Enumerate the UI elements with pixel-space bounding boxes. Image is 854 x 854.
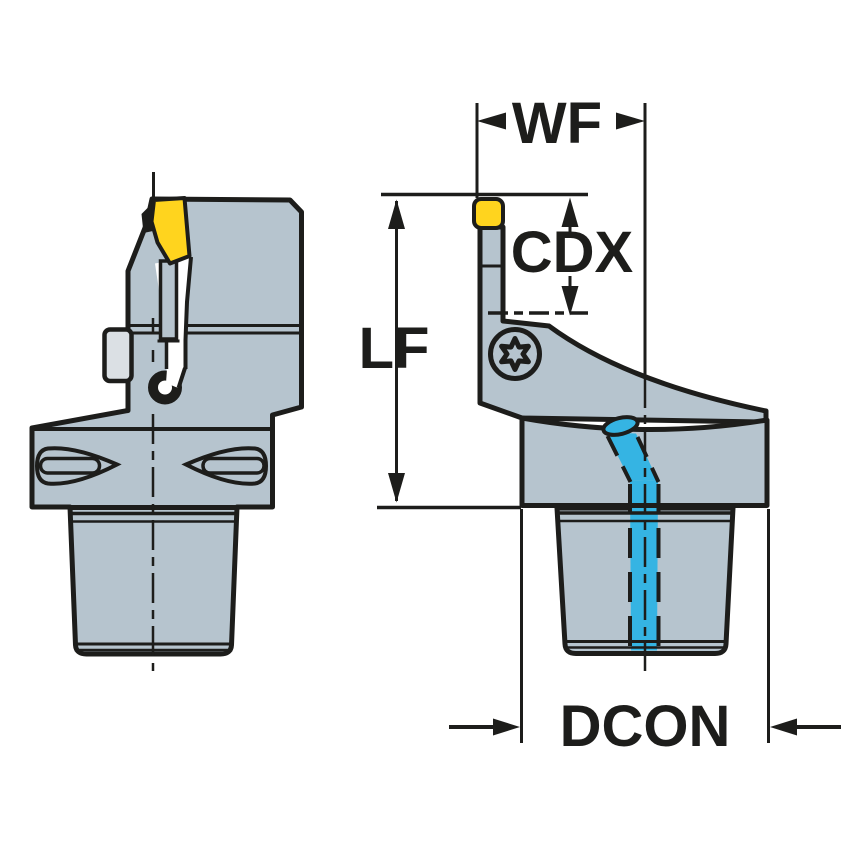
wf-arrow-right xyxy=(616,112,645,130)
right-cutting-insert xyxy=(472,197,505,230)
dimension-lf: LF xyxy=(359,192,588,510)
left-slot-right-edge xyxy=(183,256,193,369)
dimension-cdx: CDX xyxy=(488,197,634,316)
label-cdx: CDX xyxy=(511,220,634,285)
torx-screw-head xyxy=(488,327,542,381)
coolant-hidden-dash-left-diagonal xyxy=(605,435,633,483)
left-flange-slot-right-inner xyxy=(201,456,266,475)
lf-arrow-up xyxy=(388,199,405,229)
left-blade-strip xyxy=(158,259,179,341)
dcon-arrow-left xyxy=(493,718,520,736)
left-flange-slot-left-inner xyxy=(38,456,102,475)
coolant-inlet xyxy=(601,415,640,437)
lf-arrow-down xyxy=(388,473,405,503)
coolant-inlet-ellipse xyxy=(601,415,640,437)
left-hook-edge xyxy=(176,367,187,389)
left-flange-slot-left xyxy=(34,446,122,486)
cdx-arrow-up xyxy=(561,197,579,227)
left-view-side-profile xyxy=(29,172,304,671)
right-head-silhouette xyxy=(477,224,769,425)
dcon-arrow-right xyxy=(770,718,797,736)
label-dcon: DCON xyxy=(560,694,731,759)
label-lf: LF xyxy=(359,316,430,381)
left-blade-tip-accent xyxy=(141,204,153,233)
dimension-dcon: DCON xyxy=(449,509,841,759)
cdx-arrow-down xyxy=(561,286,579,316)
left-clamp-boss-tab xyxy=(102,327,134,384)
label-wf: WF xyxy=(512,91,602,156)
right-view-front-profile xyxy=(472,197,770,671)
left-flange-slot-right xyxy=(181,446,269,486)
coolant-hidden-dash-right-diagonal xyxy=(635,436,661,483)
dimension-wf: WF xyxy=(475,91,647,378)
torx-star-icon xyxy=(499,336,531,372)
wf-arrow-left xyxy=(477,112,506,130)
